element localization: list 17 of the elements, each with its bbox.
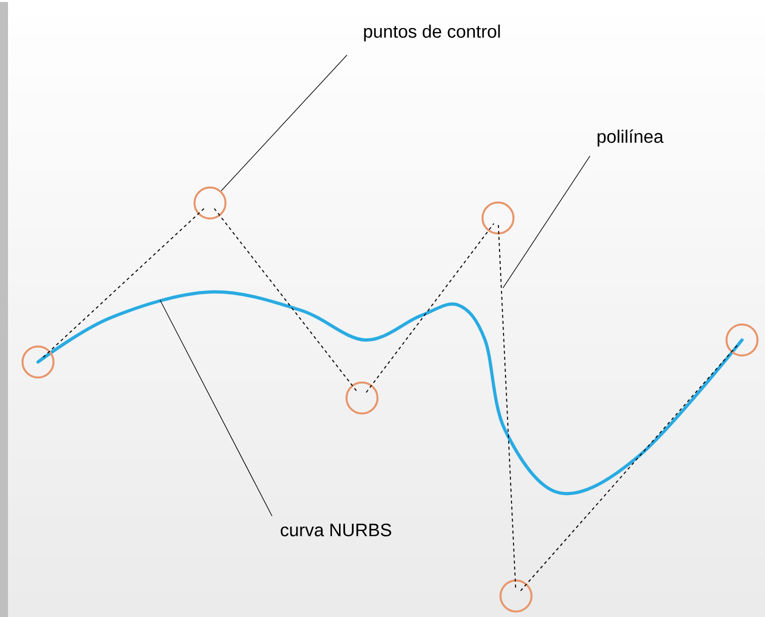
polyline-segment: [214, 208, 358, 393]
label: puntos de control: [364, 24, 500, 42]
control-point-circle: [346, 381, 378, 414]
leader-line: [502, 156, 590, 288]
leader-line: [160, 300, 272, 516]
polyline-segment: [42, 207, 206, 358]
label: curva NURBS: [280, 524, 392, 536]
control-point-circle: [22, 345, 54, 378]
control-point-circle: [194, 186, 226, 220]
polyline-segment: [366, 223, 494, 393]
polyline-segment: [520, 344, 738, 592]
control-point-circle: [726, 323, 758, 356]
leader-line: [220, 54, 348, 192]
control-point-circle: [500, 579, 532, 612]
control-point-circle: [482, 201, 514, 234]
polyline-segment: [498, 224, 516, 590]
label: polilínea: [598, 130, 664, 146]
